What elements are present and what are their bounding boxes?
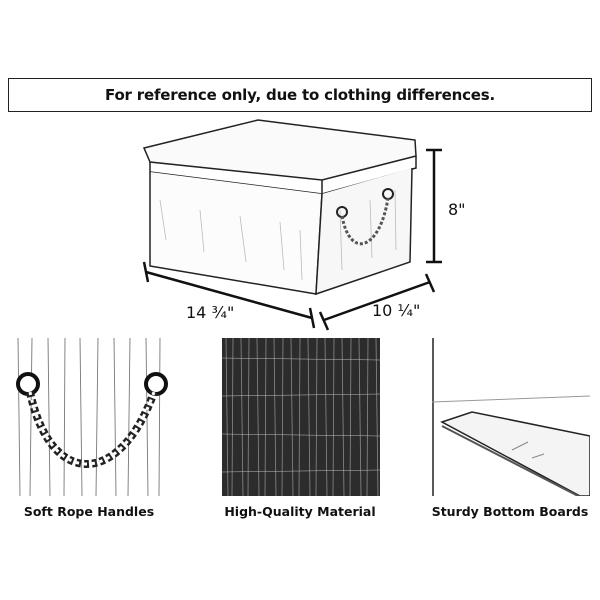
storage-box-illustration (142, 119, 417, 296)
depth-dimension-label: 10 ¼" (372, 301, 421, 320)
bottom-board-image (432, 338, 590, 496)
rope-handles-caption: Soft Rope Handles (23, 504, 155, 519)
bottom-board-caption: Sturdy Bottom Boards (431, 504, 589, 519)
reference-banner: For reference only, due to clothing diff… (8, 78, 592, 112)
width-dimension-label: 14 ¾" (186, 303, 235, 322)
material-caption: High-Quality Material (224, 504, 376, 519)
dimension-lines (142, 148, 442, 331)
height-dimension-label: 8" (448, 200, 466, 219)
material-texture-image (222, 338, 380, 496)
banner-text: For reference only, due to clothing diff… (105, 86, 495, 104)
rope-handles-image (10, 338, 168, 496)
